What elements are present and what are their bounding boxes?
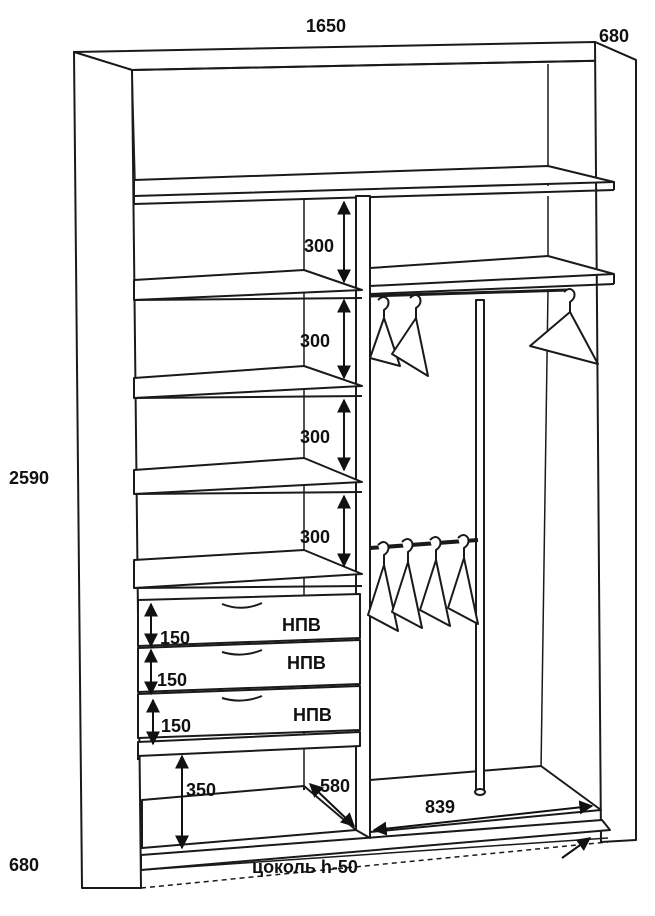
lower-hangers [367, 534, 479, 632]
right-shelf [369, 255, 615, 287]
drawer-type-label: НПВ [282, 615, 321, 635]
drawer-height-label: 150 [157, 670, 188, 690]
hanging-width-label: 839 [425, 797, 456, 817]
shelf-height-label: 300 [300, 427, 331, 447]
shelf-height-label: 300 [300, 527, 331, 547]
bottom-depth-label: 580 [320, 776, 351, 796]
left-shelves [133, 269, 363, 589]
left-side-panel [73, 51, 142, 889]
overall-width-label: 1650 [306, 16, 347, 36]
drawers [137, 593, 361, 739]
drawer-height-label: 150 [160, 628, 191, 648]
drawer-height-label: 150 [161, 716, 192, 736]
plinth-label: цоколь h-50 [252, 857, 358, 877]
upper-hangers [369, 288, 599, 377]
shelf-height-label: 300 [300, 331, 331, 351]
drawer-type-label: НПВ [293, 705, 332, 725]
drawer-type-label: НПВ [287, 653, 326, 673]
overall-depth-bottom-label: 680 [9, 855, 40, 875]
shelf-height-label: 300 [304, 236, 335, 256]
dimension-arrows [144, 200, 594, 859]
bottom-base-left [141, 785, 357, 849]
bottom-shelf-left [137, 731, 361, 757]
right-side-panel [594, 41, 637, 843]
overall-height-label: 2590 [9, 468, 50, 488]
pole [475, 299, 485, 791]
overall-depth-top-label: 680 [599, 26, 630, 46]
bottom-height-label: 350 [186, 780, 217, 800]
